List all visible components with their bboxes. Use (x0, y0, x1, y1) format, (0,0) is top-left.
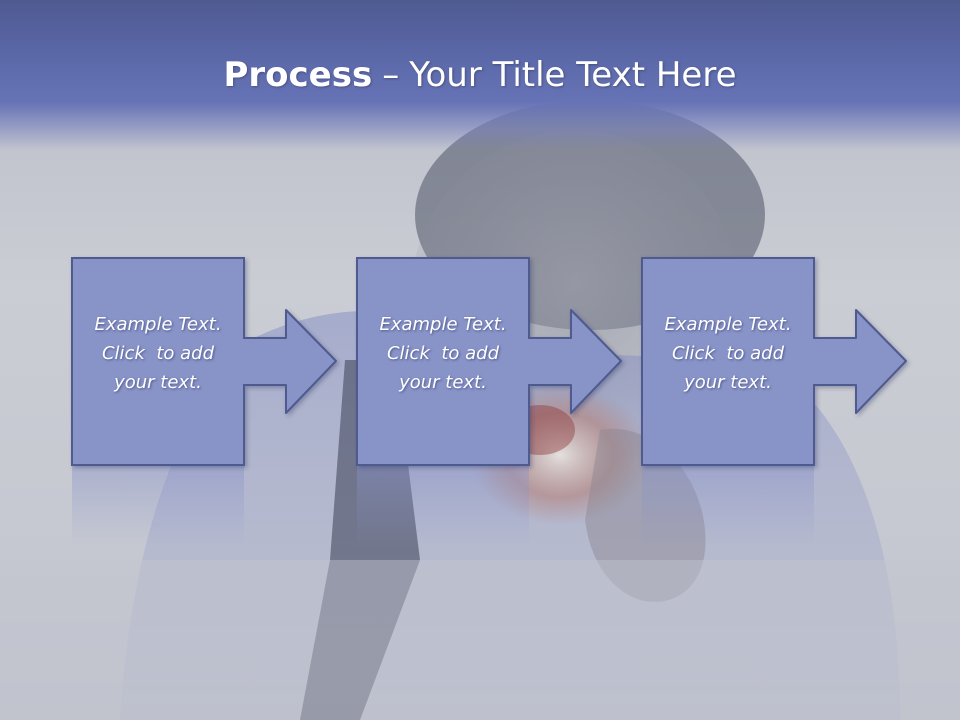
process-step-1-arrow (244, 309, 337, 414)
step-text-line: Click to add (101, 343, 214, 364)
process-step-3-text[interactable]: Example Text. Click to add your text. (642, 310, 814, 397)
step-text-line: Click to add (671, 343, 784, 364)
title-rest: Your Title Text Here (409, 55, 737, 95)
step-text-line: Example Text. (94, 314, 222, 335)
process-step-2-box (356, 257, 530, 466)
process-step-1-text[interactable]: Example Text. Click to add your text. (72, 310, 244, 397)
step-text-line: your text. (114, 372, 202, 393)
process-step-3-arrow (814, 309, 907, 414)
slide-title[interactable]: Process–Your Title Text Here (0, 50, 960, 100)
title-band (0, 0, 960, 150)
process-step-2-arrow (529, 309, 622, 414)
step-text-line: Example Text. (379, 314, 507, 335)
step-text-line: Click to add (386, 343, 499, 364)
shape-reflections (72, 466, 814, 546)
step-text-line: your text. (684, 372, 772, 393)
step-text-line: Example Text. (664, 314, 792, 335)
process-step-2-text[interactable]: Example Text. Click to add your text. (357, 310, 529, 397)
step-text-line: your text. (399, 372, 487, 393)
title-separator: – (382, 55, 400, 95)
process-step-3-box (641, 257, 815, 466)
process-step-3[interactable] (641, 257, 907, 466)
process-step-1[interactable] (71, 257, 337, 466)
title-bold: Process (223, 55, 373, 95)
process-step-1-box (71, 257, 245, 466)
process-step-2[interactable] (356, 257, 622, 466)
